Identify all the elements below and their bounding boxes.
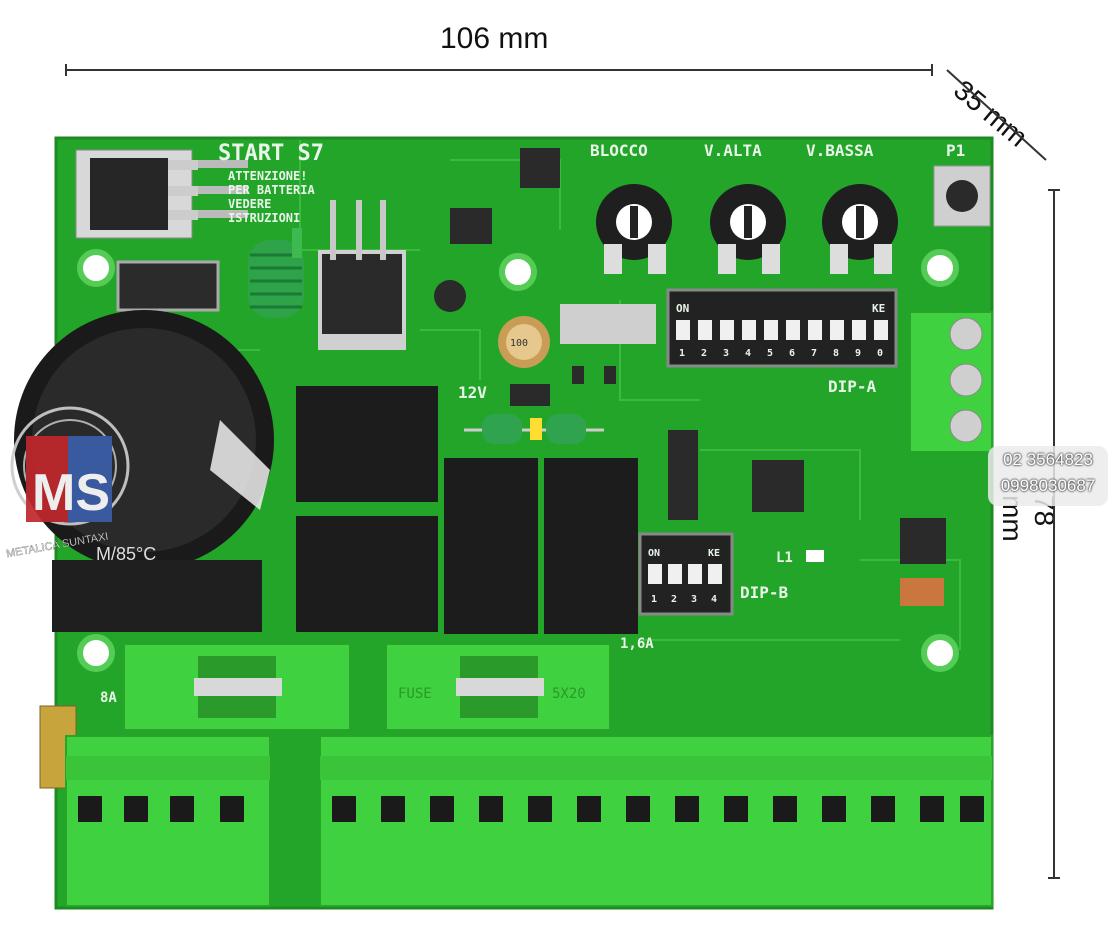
- svg-text:ON: ON: [648, 548, 660, 559]
- svg-text:VEDERE: VEDERE: [228, 197, 271, 211]
- logic-ics: [668, 430, 946, 606]
- watermark-phone-2: 0998030687: [1000, 476, 1096, 495]
- trimmer-label-v-bassa: V.BASSA: [806, 141, 874, 160]
- svg-text:ATTENZIONE!: ATTENZIONE!: [228, 169, 307, 183]
- regulator-ic: [116, 260, 220, 312]
- voltage-regulator: [75, 149, 248, 239]
- svg-text:4: 4: [745, 348, 751, 359]
- svg-text:KE: KE: [872, 302, 885, 315]
- dip-b-label: DIP-B: [740, 583, 789, 602]
- dip-b-switch: ON KE 1 2 3 4: [638, 532, 734, 616]
- svg-text:6: 6: [789, 348, 795, 359]
- fuse-current-label-1: 8A: [100, 690, 117, 706]
- terminal-block-left: [65, 735, 271, 907]
- svg-text:9: 9: [855, 348, 861, 359]
- watermark-logo: MS METALICA SUNTAXI: [5, 406, 130, 560]
- dip-a-switch: ON KE 1 2 3 4 5 6 7 8 9 0: [666, 288, 898, 368]
- svg-text:FUSE: FUSE: [398, 686, 432, 702]
- svg-text:3: 3: [723, 348, 729, 359]
- fuse-current-label-2: 1,6A: [620, 636, 654, 652]
- svg-text:1: 1: [679, 348, 685, 359]
- inductor-coil: [248, 228, 304, 318]
- dip-a-label: DIP-A: [828, 377, 877, 396]
- svg-text:M/85°C: M/85°C: [96, 544, 156, 564]
- fuse-holder-left: [123, 643, 351, 731]
- svg-text:8: 8: [833, 348, 839, 359]
- voltage-label: 12V: [458, 383, 487, 402]
- watermark-phone-box: 02 3564823 0998030687: [988, 446, 1108, 506]
- board-model-label: START S7: [218, 141, 324, 166]
- mounting-holes: [77, 249, 959, 672]
- svg-text:PER BATTERIA: PER BATTERIA: [228, 183, 315, 197]
- svg-text:4: 4: [711, 594, 717, 605]
- small-capacitor: 100: [498, 316, 550, 368]
- svg-text:ISTRUZIONI: ISTRUZIONI: [228, 211, 300, 225]
- svg-text:MS: MS: [32, 464, 110, 522]
- svg-text:5X20: 5X20: [552, 686, 586, 702]
- fuse-holder-right: FUSE 5X20: [385, 643, 611, 731]
- svg-text:3: 3: [691, 594, 697, 605]
- resistors: [464, 414, 604, 444]
- screw-terminal-right: [909, 311, 993, 453]
- svg-text:5: 5: [767, 348, 773, 359]
- trimmer-blocco: [596, 184, 672, 274]
- p1-push-button: [933, 165, 991, 227]
- trimmer-label-v-alta: V.ALTA: [704, 141, 762, 160]
- svg-text:1: 1: [651, 594, 657, 605]
- terminal-block-right: [319, 735, 993, 907]
- dimension-lines: [65, 64, 1060, 879]
- svg-text:0: 0: [877, 348, 883, 359]
- svg-text:100: 100: [510, 338, 528, 349]
- trimmer-v-alta: [710, 184, 786, 274]
- svg-text:ON: ON: [676, 302, 689, 315]
- svg-text:7: 7: [811, 348, 817, 359]
- led-l1: [806, 550, 824, 562]
- small-ic-chips: [434, 148, 656, 406]
- watermark-phone-1: 02 3564823: [1003, 450, 1093, 469]
- svg-text:2: 2: [701, 348, 707, 359]
- svg-text:KE: KE: [708, 548, 720, 559]
- relays: [296, 386, 638, 634]
- svg-text:2: 2: [671, 594, 677, 605]
- trimmer-v-bassa: [822, 184, 898, 274]
- trimmer-label-blocco: BLOCCO: [590, 141, 648, 160]
- mosfet-transistor: [318, 200, 406, 350]
- button-label-p1: P1: [946, 141, 965, 160]
- led-label: L1: [776, 550, 793, 566]
- warning-text: ATTENZIONE! PER BATTERIA VEDERE ISTRUZIO…: [228, 169, 315, 225]
- width-dimension-label: 106 mm: [440, 22, 549, 55]
